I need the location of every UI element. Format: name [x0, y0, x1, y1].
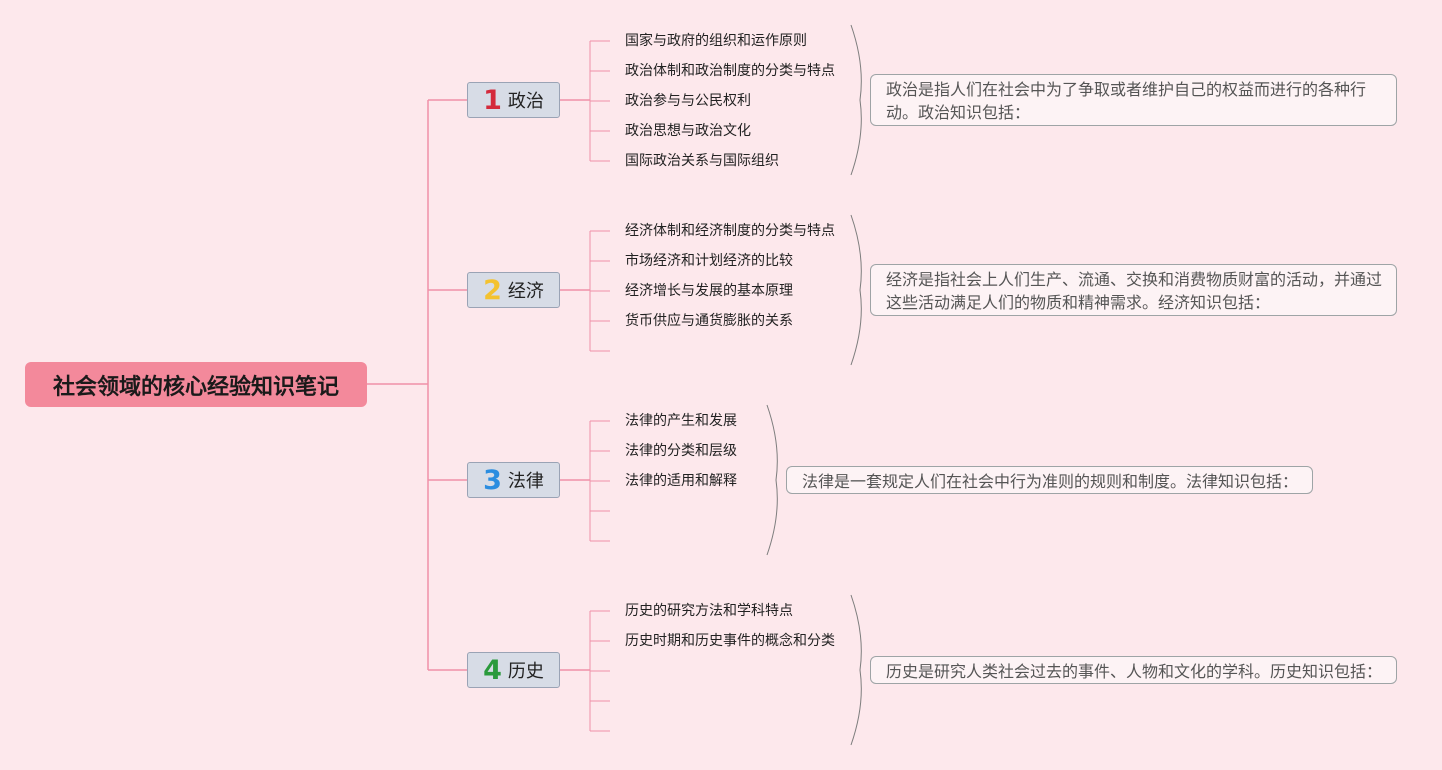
subtopic-item[interactable]: 市场经济和计划经济的比较	[625, 253, 793, 269]
subtopic-item[interactable]: 政治思想与政治文化	[625, 123, 751, 139]
root-title: 社会领域的核心经验知识笔记	[52, 374, 339, 400]
description-text: 经济是指社会上人们生产、流通、交换和消费物质财富的活动，并通过这些活动满足人们的…	[886, 270, 1383, 312]
subtopic-item[interactable]: 法律的产生和发展	[625, 413, 737, 429]
subtopic-item[interactable]: 法律的适用和解释	[625, 473, 737, 489]
description-box-law[interactable]: 法律是一套规定人们在社会中行为准则的规则和制度。法律知识包括：	[786, 466, 1313, 494]
topic-number-4: 4	[483, 654, 502, 686]
topic-label: 政治	[507, 91, 544, 112]
topic-label: 历史	[507, 661, 544, 682]
description-box-history[interactable]: 历史是研究人类社会过去的事件、人物和文化的学科。历史知识包括：	[870, 656, 1397, 684]
subtopic-item[interactable]: 历史的研究方法和学科特点	[625, 603, 793, 619]
brace	[850, 214, 862, 366]
topic-number-2: 2	[483, 274, 502, 306]
topic-node-politics[interactable]: 1 政治	[467, 82, 560, 118]
subtopic-item[interactable]: 国家与政府的组织和运作原则	[625, 33, 807, 49]
subtopic-item[interactable]: 历史时期和历史事件的概念和分类	[625, 633, 835, 649]
topic-label: 经济	[507, 281, 544, 302]
subtopic-item[interactable]: 货币供应与通货膨胀的关系	[625, 313, 793, 329]
root-node[interactable]: 社会领域的核心经验知识笔记	[25, 362, 367, 407]
subtopic-item[interactable]: 政治参与与公民权利	[625, 93, 751, 109]
description-box-politics[interactable]: 政治是指人们在社会中为了争取或者维护自己的权益而进行的各种行动。政治知识包括：	[870, 74, 1397, 126]
topic-node-history[interactable]: 4 历史	[467, 652, 560, 688]
subtopic-item[interactable]: 国际政治关系与国际组织	[625, 153, 779, 169]
description-text: 政治是指人们在社会中为了争取或者维护自己的权益而进行的各种行动。政治知识包括：	[886, 80, 1367, 122]
topic-number-1: 1	[483, 84, 502, 116]
brace	[850, 24, 862, 176]
topic-number-3: 3	[483, 464, 502, 496]
subtopic-item[interactable]: 经济体制和经济制度的分类与特点	[625, 223, 835, 239]
topic-label: 法律	[507, 471, 544, 492]
subtopic-item[interactable]: 政治体制和政治制度的分类与特点	[625, 63, 835, 79]
description-text: 历史是研究人类社会过去的事件、人物和文化的学科。历史知识包括：	[886, 662, 1383, 681]
subtopic-item[interactable]: 法律的分类和层级	[625, 443, 737, 459]
brace	[850, 594, 862, 746]
subtopic-item[interactable]: 经济增长与发展的基本原理	[625, 283, 793, 299]
description-box-economy[interactable]: 经济是指社会上人们生产、流通、交换和消费物质财富的活动，并通过这些活动满足人们的…	[870, 264, 1397, 316]
brace	[766, 404, 778, 556]
topic-node-economy[interactable]: 2 经济	[467, 272, 560, 308]
description-text: 法律是一套规定人们在社会中行为准则的规则和制度。法律知识包括：	[802, 472, 1299, 491]
topic-node-law[interactable]: 3 法律	[467, 462, 560, 498]
